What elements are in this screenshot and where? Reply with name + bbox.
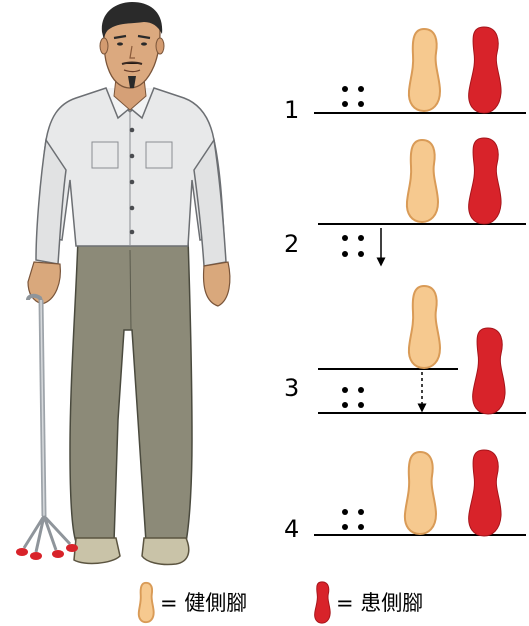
cane-tip (66, 544, 78, 552)
step-number: 4 (284, 515, 299, 543)
step-number: 2 (284, 230, 299, 258)
healthy-foot-icon (405, 452, 436, 534)
right-hand (204, 262, 230, 306)
legend-healthy-label: = 健側腳 (160, 591, 247, 615)
affected-foot-icon (315, 582, 331, 623)
legend: = 健側腳 = 患側腳 (139, 582, 424, 623)
man-with-cane-illustration (16, 2, 230, 565)
affected-foot-icon (469, 138, 501, 224)
trousers (70, 238, 192, 542)
cane-tip (30, 552, 42, 560)
quad-cane (16, 296, 78, 560)
step-2: 2 (284, 138, 526, 262)
step-4: 4 (284, 450, 526, 543)
affected-foot-icon (469, 27, 501, 113)
cane-tip (16, 548, 28, 556)
healthy-foot-icon (139, 583, 154, 622)
step-number: 1 (284, 96, 299, 124)
affected-foot-icon (469, 450, 501, 536)
left-shoe (74, 538, 120, 563)
cane-dots-icon (342, 86, 364, 107)
cane-dots-icon (342, 387, 364, 408)
affected-foot-icon (473, 328, 505, 414)
step-number: 3 (284, 374, 299, 402)
legend-healthy: = 健側腳 (139, 583, 248, 622)
legend-affected: = 患側腳 (315, 582, 424, 623)
healthy-foot-icon (409, 286, 440, 368)
cane-dots-icon (342, 509, 364, 530)
step-1: 1 (284, 27, 526, 124)
right-shoe (142, 538, 189, 565)
step-3: 3 (284, 286, 526, 414)
healthy-foot-icon (407, 140, 438, 222)
legend-affected-label: = 患側腳 (336, 591, 423, 615)
cane-tip (52, 550, 64, 558)
healthy-foot-icon (409, 29, 440, 111)
cane-dots-icon (342, 235, 364, 257)
